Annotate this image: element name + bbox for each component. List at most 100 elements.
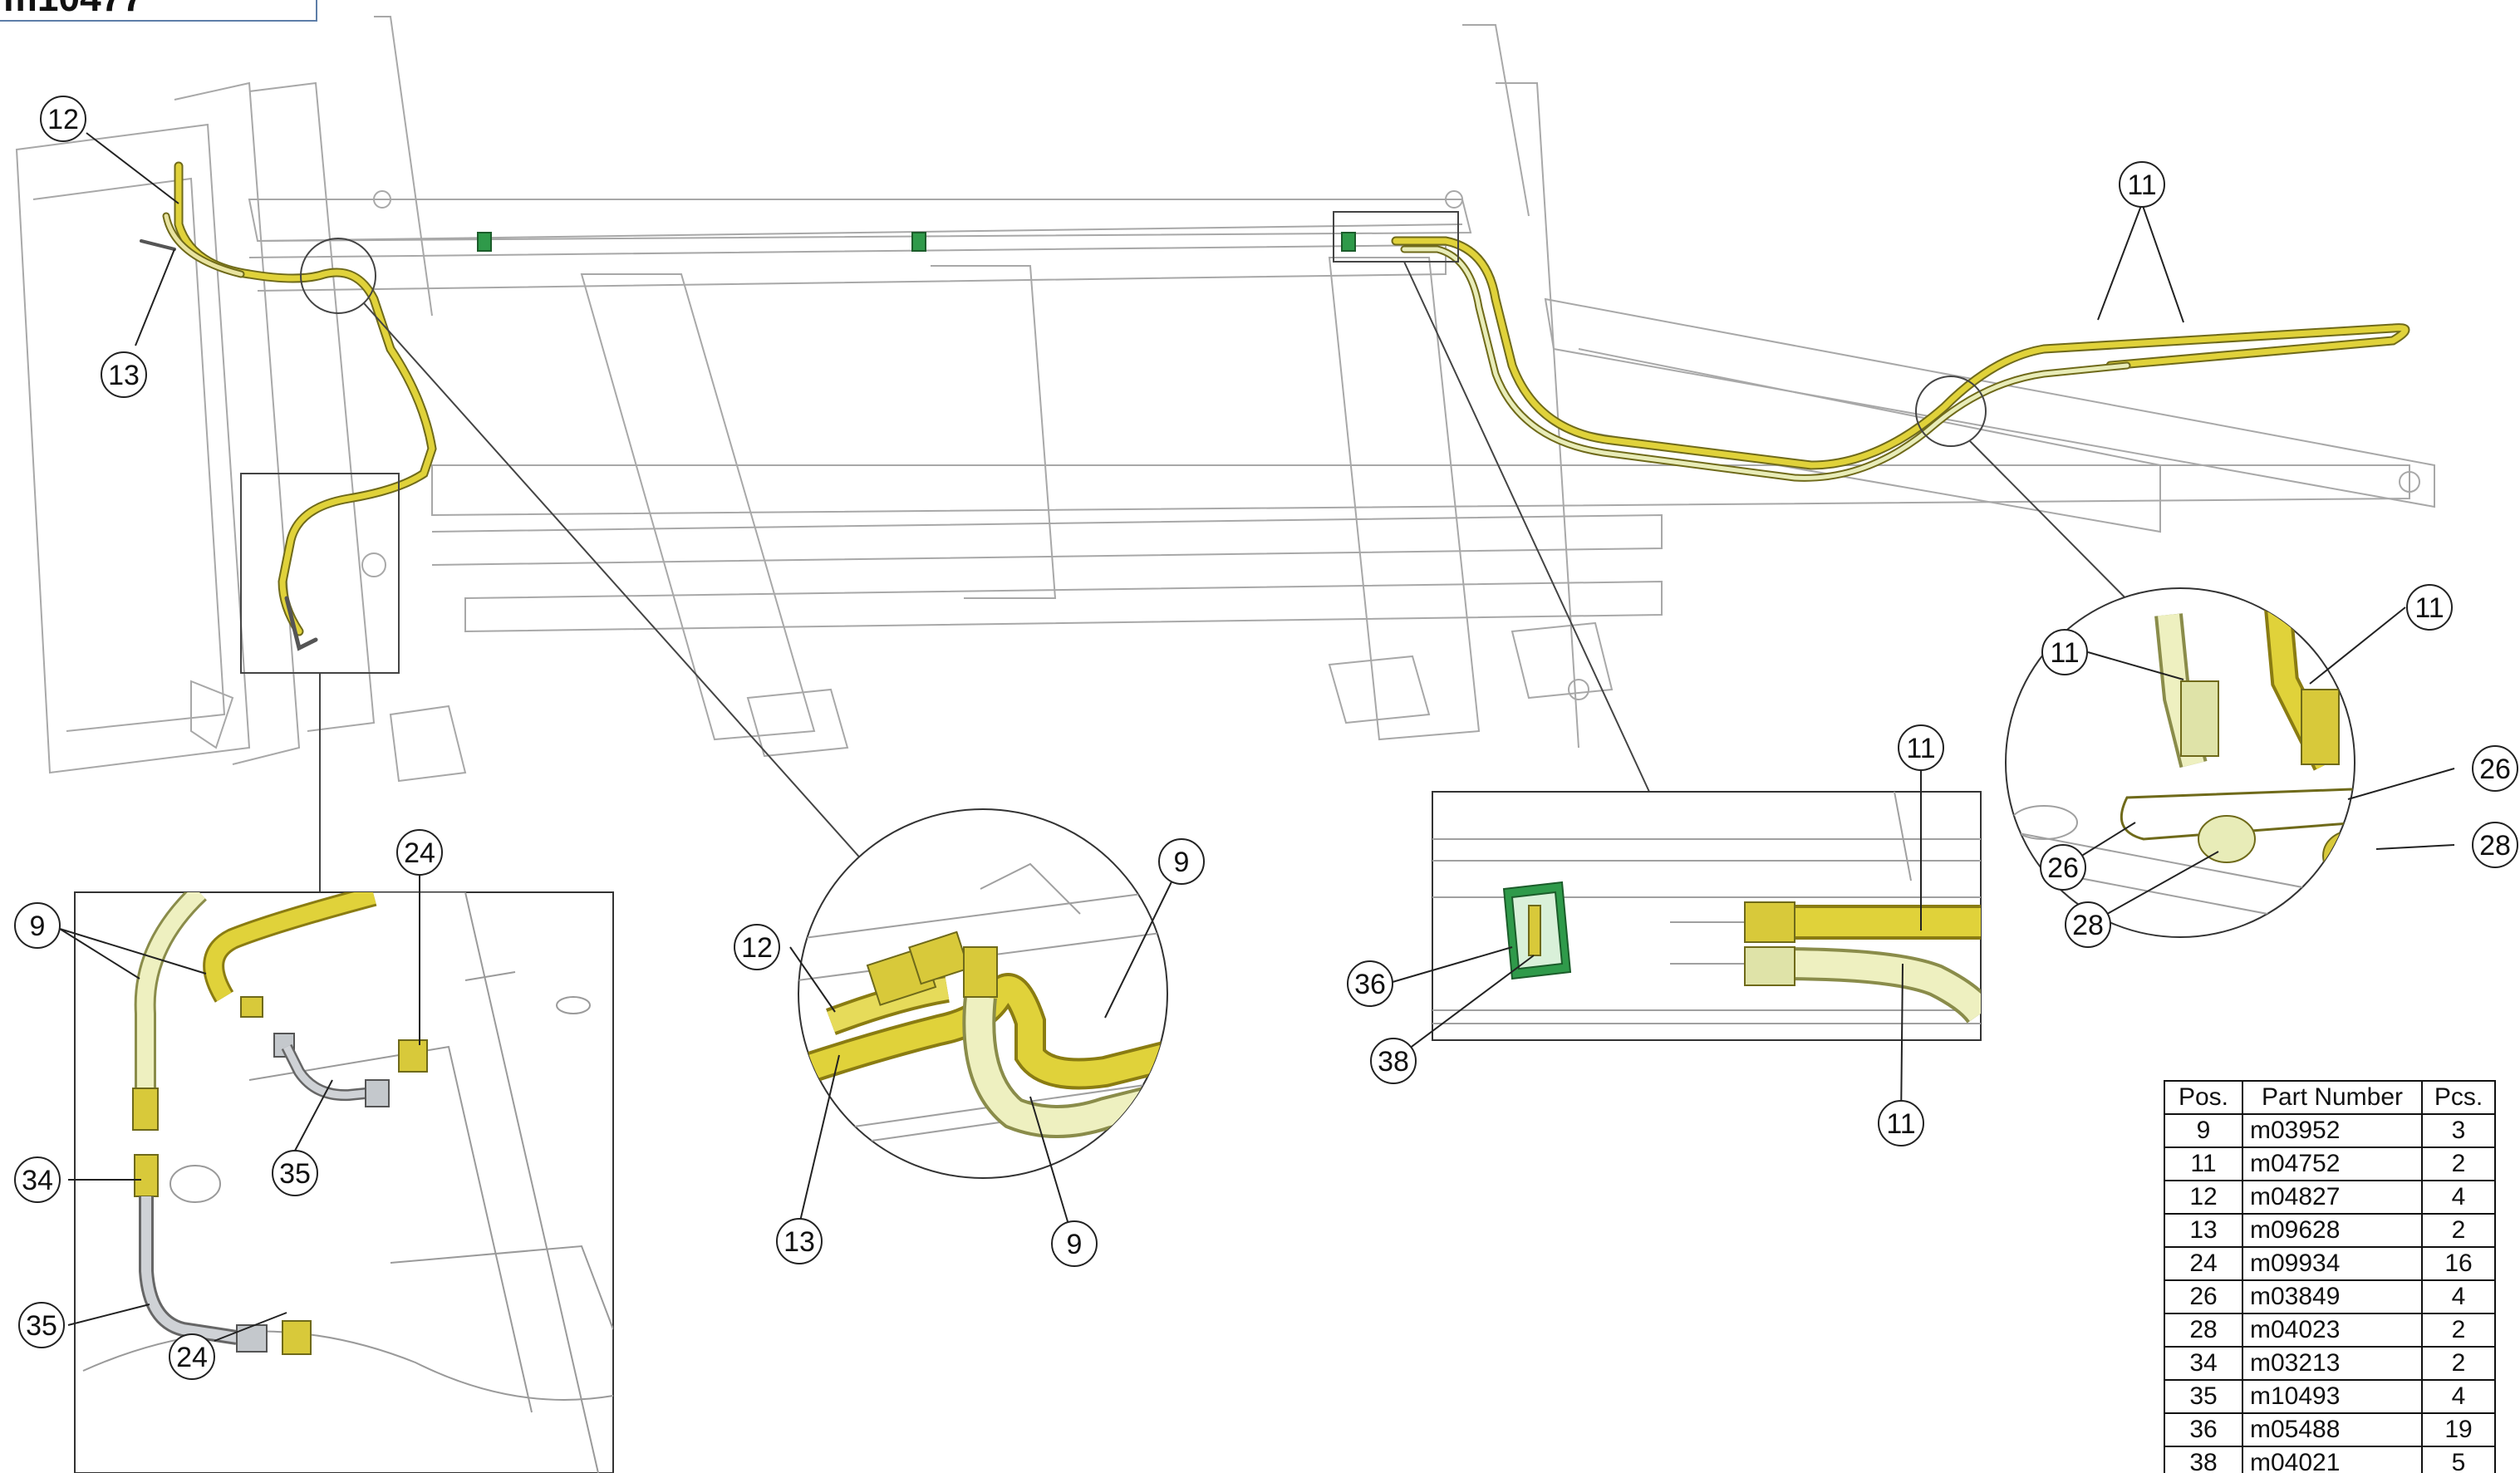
callout-24-left-bottom: 24 (169, 1333, 215, 1380)
detail-center (798, 808, 1168, 1179)
row-pos: 12 (2164, 1180, 2243, 1215)
row-part-number: m04752 (2242, 1146, 2423, 1181)
row-pos: 11 (2164, 1146, 2243, 1181)
row-part-number: m04827 (2242, 1180, 2423, 1215)
callout-35-left-mid: 35 (272, 1150, 318, 1196)
callout-9-left: 9 (14, 902, 61, 949)
row-part-number: m03952 (2242, 1113, 2423, 1148)
svg-text:36: 36 (1354, 969, 1386, 1000)
row-pcs: 3 (2421, 1113, 2496, 1148)
row-part-number: m09628 (2242, 1213, 2423, 1248)
row-pcs: 2 (2421, 1313, 2496, 1348)
svg-text:12: 12 (741, 932, 773, 964)
callout-35-left-bottom: 35 (18, 1302, 65, 1348)
row-pos: 24 (2164, 1246, 2243, 1281)
row-pcs: 19 (2421, 1412, 2496, 1447)
callout-9-center-top: 9 (1158, 838, 1205, 885)
row-part-number: m05488 (2242, 1412, 2423, 1447)
callout-28-circle-right: 28 (2472, 822, 2518, 868)
row-pcs: 5 (2421, 1446, 2496, 1473)
svg-text:9: 9 (30, 911, 46, 942)
svg-text:26: 26 (2047, 852, 2079, 884)
svg-text:28: 28 (2072, 910, 2104, 941)
svg-text:35: 35 (26, 1310, 57, 1342)
row-pcs: 2 (2421, 1146, 2496, 1181)
header-pcs: Pcs. (2421, 1080, 2496, 1115)
row-pos: 38 (2164, 1446, 2243, 1473)
row-pos: 28 (2164, 1313, 2243, 1348)
row-pos: 34 (2164, 1346, 2243, 1381)
callout-11-circle-right: 11 (2406, 584, 2453, 631)
row-part-number: m10493 (2242, 1379, 2423, 1414)
callout-36-rect: 36 (1347, 960, 1393, 1007)
svg-text:24: 24 (404, 837, 435, 869)
detail-right-circle (2005, 587, 2355, 938)
callout-34-left: 34 (14, 1156, 61, 1203)
row-pos: 13 (2164, 1213, 2243, 1248)
svg-text:9: 9 (1174, 847, 1190, 878)
callout-11-rect-bottom: 11 (1878, 1100, 1924, 1146)
svg-text:9: 9 (1067, 1229, 1083, 1260)
row-part-number: m03849 (2242, 1279, 2423, 1314)
callout-13-main: 13 (101, 351, 147, 398)
row-pos: 26 (2164, 1279, 2243, 1314)
callout-12-main: 12 (40, 96, 86, 142)
hose-runs (140, 161, 2410, 651)
svg-text:11: 11 (2050, 637, 2079, 669)
callout-bubbles: 12 13 11 9 24 34 35 35 24 9 12 13 9 11 3… (14, 96, 2518, 1380)
svg-text:35: 35 (279, 1158, 311, 1190)
row-pcs: 4 (2421, 1379, 2496, 1414)
fitting-markers (477, 232, 1356, 252)
callout-26-circle-left: 26 (2040, 844, 2086, 891)
svg-text:13: 13 (108, 360, 140, 391)
zoom-markers (240, 211, 2153, 892)
row-part-number: m04023 (2242, 1313, 2423, 1348)
row-pcs: 2 (2421, 1346, 2496, 1381)
row-part-number: m09934 (2242, 1246, 2423, 1281)
callout-11-main: 11 (2119, 161, 2165, 208)
svg-text:24: 24 (176, 1342, 208, 1373)
parts-table-header: Pos. Part Number Pcs. (2164, 1080, 2496, 1115)
svg-text:34: 34 (22, 1165, 53, 1196)
svg-text:11: 11 (1886, 1108, 1915, 1140)
row-part-number: m04021 (2242, 1446, 2423, 1473)
callout-13-center: 13 (776, 1218, 823, 1264)
row-pos: 35 (2164, 1379, 2243, 1414)
svg-text:12: 12 (47, 104, 79, 135)
row-pos: 36 (2164, 1412, 2243, 1447)
drawing-title: m10477 (3, 0, 144, 20)
svg-text:38: 38 (1378, 1046, 1409, 1078)
row-pcs: 16 (2421, 1246, 2496, 1281)
chassis-frame (15, 16, 2435, 783)
callout-9-center-bottom: 9 (1051, 1220, 1098, 1267)
svg-text:26: 26 (2479, 754, 2511, 785)
callout-11-circle-left: 11 (2041, 629, 2088, 675)
callout-28-circle-left: 28 (2065, 901, 2111, 948)
svg-text:11: 11 (2414, 592, 2444, 624)
detail-right-rect (1432, 791, 1982, 1041)
row-pcs: 4 (2421, 1279, 2496, 1314)
row-pos: 9 (2164, 1113, 2243, 1148)
row-part-number: m03213 (2242, 1346, 2423, 1381)
drawing-title-box: m10477 (0, 0, 317, 22)
header-part-number: Part Number (2242, 1080, 2423, 1115)
svg-text:11: 11 (2127, 169, 2156, 201)
callout-38-rect: 38 (1370, 1038, 1417, 1084)
callout-leaders (59, 132, 2455, 1342)
svg-text:11: 11 (1906, 733, 1935, 764)
svg-text:13: 13 (784, 1226, 815, 1258)
callout-11-rect-top: 11 (1898, 724, 1944, 771)
detail-left (74, 891, 614, 1473)
